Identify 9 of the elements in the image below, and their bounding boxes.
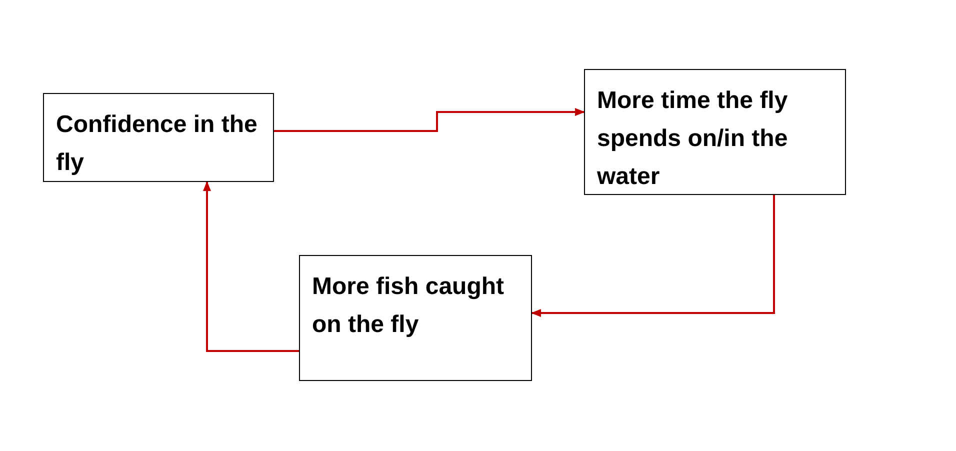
box-text: More fish caught on the fly xyxy=(312,272,506,340)
connector-arrow xyxy=(274,108,585,132)
connector-arrow xyxy=(203,181,299,352)
process-box xyxy=(299,255,532,381)
connector-arrow xyxy=(531,195,775,317)
process-box xyxy=(584,69,846,195)
box-text: Confidence in the fly xyxy=(56,110,258,178)
box-text: More time the fly spends on/in the water xyxy=(597,86,789,192)
process-box xyxy=(43,93,274,182)
